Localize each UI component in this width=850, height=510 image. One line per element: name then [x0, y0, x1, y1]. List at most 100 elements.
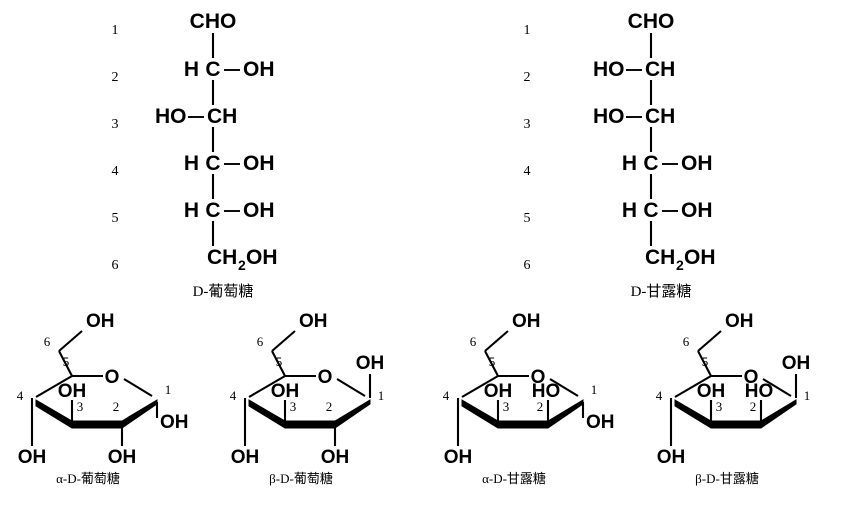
- haworth-locant-4: 4: [656, 388, 663, 403]
- ring-oxygen-label: O: [318, 367, 333, 388]
- c4-hydroxyl-label: OH: [657, 447, 686, 468]
- c6-hydroxyl-label: OH: [512, 311, 541, 332]
- c3-hydroxyl-label: OH: [484, 381, 513, 402]
- fischer-c6-oh: OH: [684, 246, 716, 269]
- c6-hydroxyl-label: OH: [86, 311, 115, 332]
- haworth-caption-alpha-d-mannose: α-D-甘露糖: [482, 471, 546, 486]
- haworth-locant-6: 6: [257, 334, 264, 349]
- locant-4: 4: [112, 164, 119, 179]
- c2-hydroxyl-label: HO: [745, 381, 774, 402]
- c4-hydroxyl-label: OH: [231, 447, 260, 468]
- haworth-locant-5: 5: [702, 354, 709, 369]
- fischer-c2-center: C: [205, 58, 220, 81]
- haworth-locant-4: 4: [443, 388, 450, 403]
- fischer-c5-right: OH: [243, 199, 275, 222]
- haworth-structure-alpha-d-mannose: OH O OH HO OH OH 1 2 3 4 5 6 α-D-甘露糖: [443, 311, 615, 486]
- ring-bond-O-1: [549, 378, 579, 397]
- fischer-c1-group: CHO: [190, 10, 237, 33]
- haworth-locant-3: 3: [77, 399, 84, 414]
- c2-hydroxyl-label: OH: [321, 447, 350, 468]
- c1-hydroxyl-label: OH: [160, 412, 189, 433]
- ring-bond-5-4: [461, 375, 499, 398]
- ring-bond-O-1: [336, 378, 366, 397]
- fischer-c6-subscript: 2: [676, 257, 684, 273]
- fischer-structure-d-glucose: 1 2 3 4 5 6 CHO C H OH CH HO C H OH C H …: [112, 10, 278, 300]
- locant-6: 6: [112, 258, 119, 273]
- fischer-c2-left: H: [184, 58, 199, 81]
- fischer-c3-center: CH: [645, 105, 675, 128]
- c3-hydroxyl-label: OH: [58, 381, 87, 402]
- locant-4: 4: [524, 164, 531, 179]
- bond-c5-c6: [484, 350, 499, 377]
- haworth-locant-6: 6: [44, 334, 51, 349]
- locant-3: 3: [524, 117, 531, 132]
- bond-c6-oh: [697, 330, 722, 352]
- haworth-caption-beta-d-glucose: β-D-葡萄糖: [269, 471, 333, 486]
- bond-c5-c6: [697, 350, 712, 377]
- fischer-c5-right: OH: [681, 199, 713, 222]
- fischer-structure-d-mannose: 1 2 3 4 5 6 CHO CH HO CH HO C H OH C H O…: [524, 10, 716, 300]
- fischer-caption-d-glucose: D-葡萄糖: [193, 283, 254, 300]
- fischer-c2-center: CH: [645, 58, 675, 81]
- fischer-c1-group: CHO: [628, 10, 675, 33]
- fischer-c5-center: C: [643, 199, 658, 222]
- haworth-locant-6: 6: [470, 334, 477, 349]
- c4-hydroxyl-label: OH: [18, 447, 47, 468]
- haworth-locant-1: 1: [378, 388, 385, 403]
- haworth-locant-3: 3: [716, 399, 723, 414]
- fischer-c6-subscript: 2: [238, 257, 246, 273]
- bond-c5-c6: [271, 350, 286, 377]
- fischer-c4-left: H: [184, 152, 199, 175]
- haworth-locant-3: 3: [290, 399, 297, 414]
- fischer-c4-left: H: [622, 152, 637, 175]
- ring-bond-5-4: [35, 375, 73, 398]
- fischer-c4-center: C: [643, 152, 658, 175]
- fischer-c4-right: OH: [243, 152, 275, 175]
- haworth-locant-2: 2: [537, 399, 544, 414]
- fischer-c5-left: H: [184, 199, 199, 222]
- haworth-locant-5: 5: [63, 354, 70, 369]
- ring-bond-5-4: [674, 375, 712, 398]
- c1-hydroxyl-label: OH: [356, 353, 385, 374]
- fischer-c5-left: H: [622, 199, 637, 222]
- c1-hydroxyl-label: OH: [782, 353, 811, 374]
- haworth-locant-1: 1: [165, 382, 172, 397]
- haworth-structure-alpha-d-glucose: OH O OH OH OH OH 1 2 3 4 5 6 α-D-葡萄糖: [17, 311, 189, 486]
- fischer-c2-left: HO: [593, 58, 625, 81]
- haworth-locant-2: 2: [750, 399, 757, 414]
- locant-1: 1: [112, 23, 119, 38]
- haworth-caption-alpha-d-glucose: α-D-葡萄糖: [56, 471, 120, 486]
- fischer-c6-ch: CH: [645, 246, 675, 269]
- fischer-c4-right: OH: [681, 152, 713, 175]
- ring-oxygen-label: O: [105, 367, 120, 388]
- fischer-caption-d-mannose: D-甘露糖: [631, 283, 692, 300]
- fischer-c5-center: C: [205, 199, 220, 222]
- ring-front-edge: [674, 399, 797, 429]
- haworth-structure-beta-d-glucose: OH O OH OH OH OH 1 2 3 4 5 6 β-D-葡萄糖: [230, 311, 385, 486]
- haworth-locant-2: 2: [113, 399, 120, 414]
- c2-hydroxyl-label: HO: [532, 381, 561, 402]
- locant-2: 2: [112, 70, 119, 85]
- bond-c6-oh: [271, 330, 296, 352]
- c1-hydroxyl-label: OH: [586, 412, 615, 433]
- ring-bond-O-1: [762, 378, 792, 397]
- haworth-locant-5: 5: [489, 354, 496, 369]
- fischer-c4-center: C: [205, 152, 220, 175]
- locant-6: 6: [524, 258, 531, 273]
- haworth-locant-1: 1: [804, 388, 811, 403]
- haworth-locant-2: 2: [326, 399, 333, 414]
- fischer-c6-ch: CH: [207, 246, 237, 269]
- locant-3: 3: [112, 117, 119, 132]
- c4-hydroxyl-label: OH: [444, 447, 473, 468]
- haworth-locant-1: 1: [591, 382, 598, 397]
- bond-c6-oh: [58, 330, 83, 352]
- haworth-structure-beta-d-mannose: OH O OH HO OH OH 1 2 3 4 5 6 β-D-甘露糖: [656, 311, 811, 486]
- bond-c6-oh: [484, 330, 509, 352]
- ring-front-edge: [248, 399, 371, 429]
- fischer-c6-oh: OH: [246, 246, 278, 269]
- fischer-c2-right: OH: [243, 58, 275, 81]
- haworth-caption-beta-d-mannose: β-D-甘露糖: [695, 471, 759, 486]
